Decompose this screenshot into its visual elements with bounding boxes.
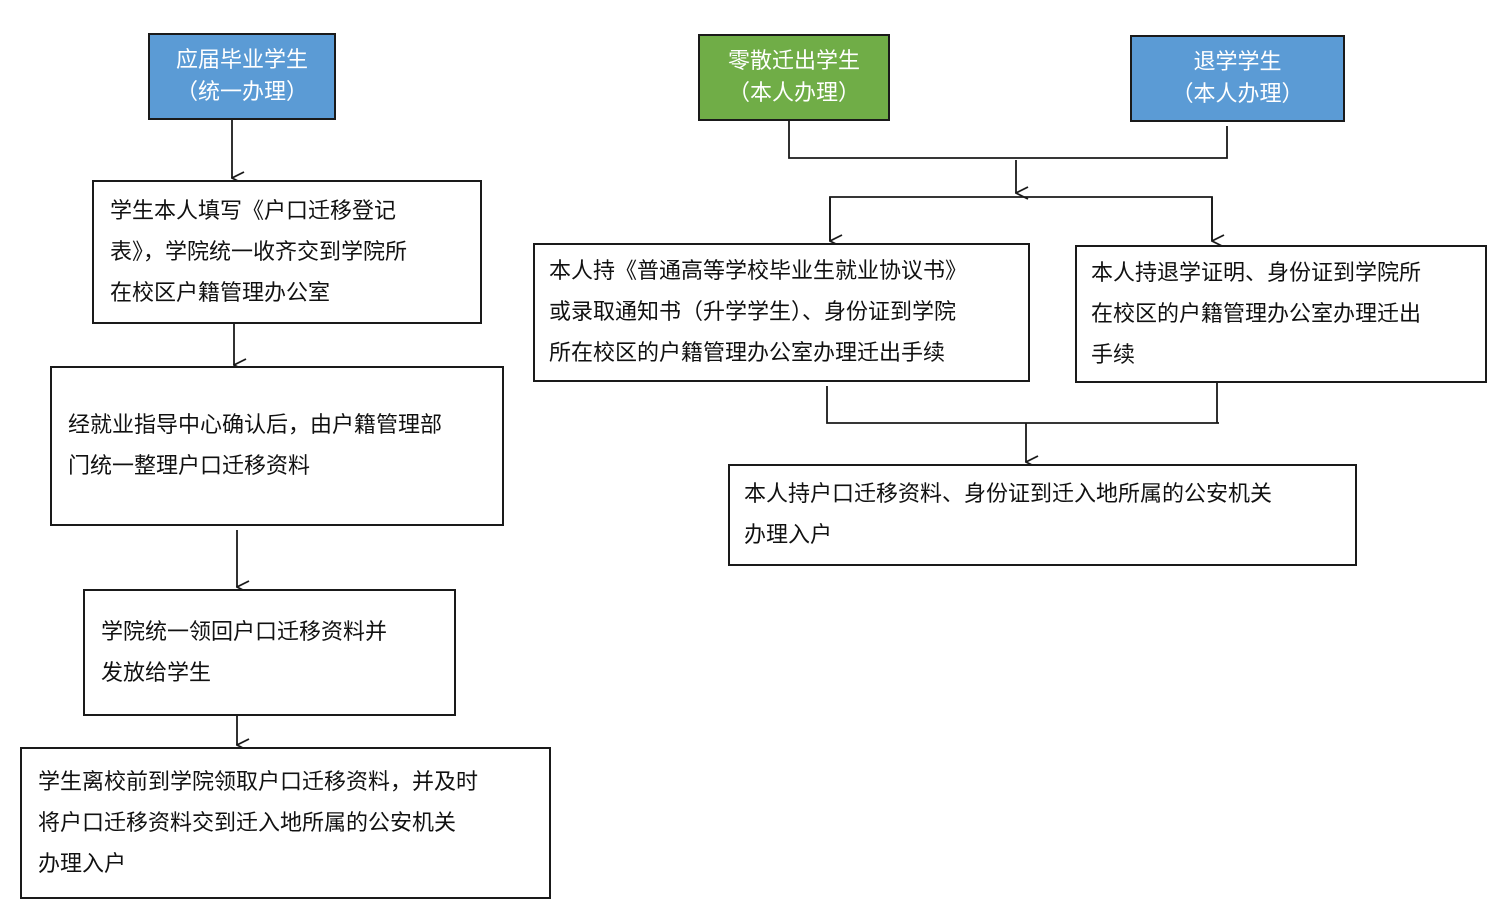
step-text-line: 所在校区的户籍管理办公室办理迁出手续 — [549, 341, 946, 366]
merge-line-bottom — [826, 386, 1219, 424]
start-subtitle: （本人办理） — [727, 80, 860, 106]
branch-dropout-certificate: 本人持退学证明、身份证到学院所 在校区的户籍管理办公室办理迁出 手续 — [1075, 245, 1487, 383]
branch-employment-agreement: 本人持《普通高等学校毕业生就业协议书》 或录取通知书（升学学生）、身份证到学院 … — [533, 243, 1030, 382]
final-register-household: 本人持户口迁移资料、身份证到迁入地所属的公安机关 办理入户 — [728, 464, 1357, 566]
step-text-line: 发放给学生 — [101, 660, 212, 686]
step-text-line: 经就业指导中心确认后，由户籍管理部 — [68, 413, 443, 438]
step-text-line: 办理入户 — [744, 523, 833, 548]
step-text-line: 手续 — [1091, 342, 1136, 368]
step-text-line: 学生离校前到学院领取户口迁移资料，并及时 — [38, 769, 479, 795]
step-text-line: 在校区户籍管理办公室 — [110, 280, 331, 306]
step-text-line: 本人持户口迁移资料、身份证到迁入地所属的公安机关 — [744, 482, 1273, 507]
step-text-line: 办理入户 — [38, 851, 127, 877]
step-text-line: 或录取通知书（升学学生）、身份证到学院 — [549, 300, 957, 325]
step-fill-registration-form: 学生本人填写《户口迁移登记 表》，学院统一收齐交到学院所 在校区户籍管理办公室 — [92, 180, 482, 324]
start-graduating-students: 应届毕业学生 （统一办理） — [148, 33, 336, 120]
split-line — [829, 196, 1213, 240]
step-text-line: 本人持《普通高等学校毕业生就业协议书》 — [549, 259, 968, 284]
step-register-household: 学生离校前到学院领取户口迁移资料，并及时 将户口迁移资料交到迁入地所属的公安机关… — [20, 747, 551, 899]
step-text-line: 将户口迁移资料交到迁入地所属的公安机关 — [38, 810, 457, 836]
step-text-line: 在校区的户籍管理办公室办理迁出 — [1091, 301, 1422, 327]
start-title: 退学学生 — [1193, 49, 1282, 75]
start-dropout-students: 退学学生 （本人办理） — [1130, 35, 1345, 122]
step-text-line: 学院统一领回户口迁移资料并 — [101, 619, 388, 645]
step-text-line: 学生本人填写《户口迁移登记 — [110, 198, 397, 224]
step-collect-and-distribute: 学院统一领回户口迁移资料并 发放给学生 — [83, 589, 456, 716]
step-text-line: 本人持退学证明、身份证到学院所 — [1091, 260, 1422, 286]
step-organize-migration-docs: 经就业指导中心确认后，由户籍管理部 门统一整理户口迁移资料 — [50, 366, 504, 526]
step-text-line: 表》，学院统一收齐交到学院所 — [110, 239, 408, 265]
start-title: 零散迁出学生 — [727, 48, 860, 74]
start-title: 应届毕业学生 — [175, 47, 308, 73]
start-scattered-transfer-students: 零散迁出学生 （本人办理） — [698, 34, 890, 121]
start-subtitle: （统一办理） — [175, 79, 308, 105]
merge-line-top — [788, 120, 1228, 159]
step-text-line: 门统一整理户口迁移资料 — [68, 454, 311, 479]
start-subtitle: （本人办理） — [1171, 81, 1304, 107]
